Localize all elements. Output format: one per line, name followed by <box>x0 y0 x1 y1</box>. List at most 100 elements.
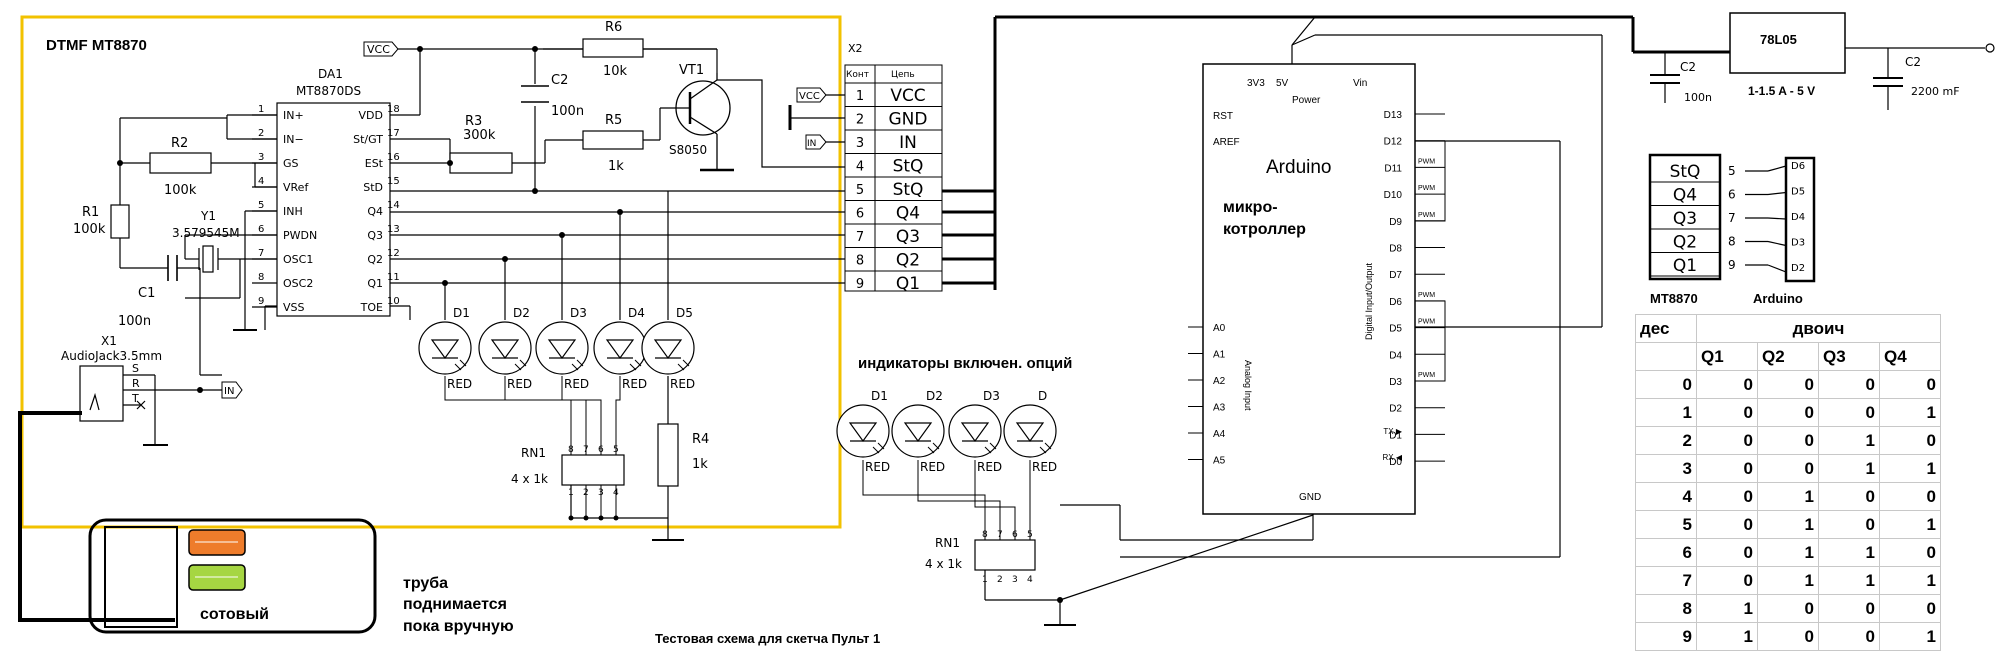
arduino-title: Arduino <box>1266 157 1332 178</box>
truth-dec-cell: 8 <box>1635 594 1697 623</box>
truth-head-row-2: Q1 Q2 Q3 Q4 <box>1635 342 1941 371</box>
truth-bit-cell: 1 <box>1757 538 1819 567</box>
r1-resistor <box>110 204 130 239</box>
rn-pin-top: 5 <box>1027 530 1033 540</box>
x2-row-num: 4 <box>856 160 864 175</box>
c1-value: 100n <box>118 314 151 329</box>
mt-pin-name: VRef <box>283 181 309 194</box>
svg-text:IN: IN <box>224 386 234 397</box>
indicators-label: индикаторы включен. опций <box>858 355 1072 372</box>
c2c-value: 2200 mF <box>1911 85 1960 98</box>
truth-bit-cell: 1 <box>1696 622 1758 651</box>
truth-bit-cell: 0 <box>1696 398 1758 427</box>
mt-pin-name: St/GT <box>353 133 383 146</box>
mt-pin-num: 8 <box>258 272 264 283</box>
arduino-digital-pin: D13 <box>1384 110 1403 121</box>
map-pin-num: 7 <box>1728 211 1736 225</box>
map-pin-num: 9 <box>1728 258 1736 272</box>
rn1-label-main: RN1 <box>521 446 546 460</box>
led-color-label: RED <box>622 377 647 391</box>
mt-pin-num: 16 <box>387 152 400 163</box>
x2-row-num: 9 <box>856 277 864 292</box>
mt-pin-num: 11 <box>387 272 400 283</box>
truth-bit-cell: 0 <box>1696 510 1758 539</box>
micro-label-2: котроллер <box>1223 221 1306 238</box>
truth-bit-cell: 0 <box>1818 482 1880 511</box>
arduino-digital-pin: D3 <box>1389 377 1402 388</box>
x2-row-num: 6 <box>856 207 864 222</box>
r2-label: R2 <box>171 136 188 151</box>
mt-pin-name: OSC1 <box>283 253 313 266</box>
led-label: D2 <box>513 306 530 320</box>
arduino-digital-pin: D11 <box>1384 163 1402 174</box>
jack-t-label: T <box>131 392 139 405</box>
rn-pin-bot: 3 <box>1012 575 1018 585</box>
mt-pin-num: 3 <box>258 152 264 163</box>
c2b-label: C2 <box>1680 60 1696 74</box>
x2-label: X2 <box>848 42 863 55</box>
pin-gnd: GND <box>1299 492 1321 503</box>
svg-text:IN: IN <box>807 139 816 149</box>
mt8870-chip <box>276 102 391 317</box>
arduino-digital-pin: D8 <box>1389 244 1402 255</box>
mt-pin-num: 10 <box>387 296 400 307</box>
led-color-label: RED <box>920 460 945 474</box>
tx-label: TX ▶ <box>1383 427 1402 436</box>
r3-resistor <box>449 152 513 174</box>
phone-note-2: поднимается <box>403 596 507 613</box>
r1-label: R1 <box>82 205 99 220</box>
y1-label: Y1 <box>200 209 216 223</box>
led-label: D4 <box>628 306 645 320</box>
arduino-analog-pin: A5 <box>1213 456 1226 467</box>
truth-col-q2: Q2 <box>1757 342 1819 371</box>
r5-value: 1k <box>608 159 624 174</box>
rn-pin-top: 7 <box>583 445 589 455</box>
led-label: D2 <box>926 389 943 403</box>
vcc-tag: VCC <box>363 41 399 57</box>
truth-bit-cell: 0 <box>1818 594 1880 623</box>
power-label: Power <box>1292 95 1321 106</box>
map-pin-num: 5 <box>1728 164 1736 178</box>
map-signal: Q1 <box>1673 256 1697 276</box>
truth-head-empty <box>1635 342 1697 371</box>
rn-pin-top: 5 <box>613 445 619 455</box>
jack-r-label: R <box>132 377 140 390</box>
truth-bit-cell: 0 <box>1696 538 1758 567</box>
mt-pin-num: 12 <box>387 248 400 259</box>
mt-pin-name: OSC2 <box>283 277 313 290</box>
regulator-78l05 <box>1729 12 1846 74</box>
pwm-label: PWM <box>1418 372 1435 379</box>
jack-s-label: S <box>132 362 139 375</box>
audio-jack <box>79 365 200 446</box>
truth-bit-cell: 0 <box>1696 454 1758 483</box>
truth-bit-cell: 0 <box>1879 370 1941 399</box>
x2-row-num: 3 <box>856 136 864 151</box>
led-color-label: RED <box>507 377 532 391</box>
truth-bit-cell: 1 <box>1696 594 1758 623</box>
truth-bit-cell: 0 <box>1757 594 1819 623</box>
mt-pin-num: 6 <box>258 224 264 235</box>
x2-row-net: GND <box>889 110 928 130</box>
x2-col-net: Цепь <box>891 70 915 80</box>
arduino-analog-pin: A4 <box>1213 429 1226 440</box>
c2-value: 100n <box>551 104 584 119</box>
truth-bit-cell: 0 <box>1696 566 1758 595</box>
truth-bit-cell: 1 <box>1818 454 1880 483</box>
map-arduino-pin: D5 <box>1791 187 1805 198</box>
truth-bit-cell: 1 <box>1818 538 1880 567</box>
truth-dec-cell: 0 <box>1635 370 1697 399</box>
arduino-digital-pin: D0 <box>1389 457 1402 468</box>
c1-label: C1 <box>138 286 155 301</box>
truth-bit-cell: 1 <box>1879 622 1941 651</box>
truth-bit-cell: 0 <box>1818 370 1880 399</box>
y1-crystal <box>198 245 219 273</box>
r6-resistor <box>582 38 644 58</box>
svg-text:VCC: VCC <box>367 43 390 56</box>
truth-col-q1: Q1 <box>1696 342 1758 371</box>
